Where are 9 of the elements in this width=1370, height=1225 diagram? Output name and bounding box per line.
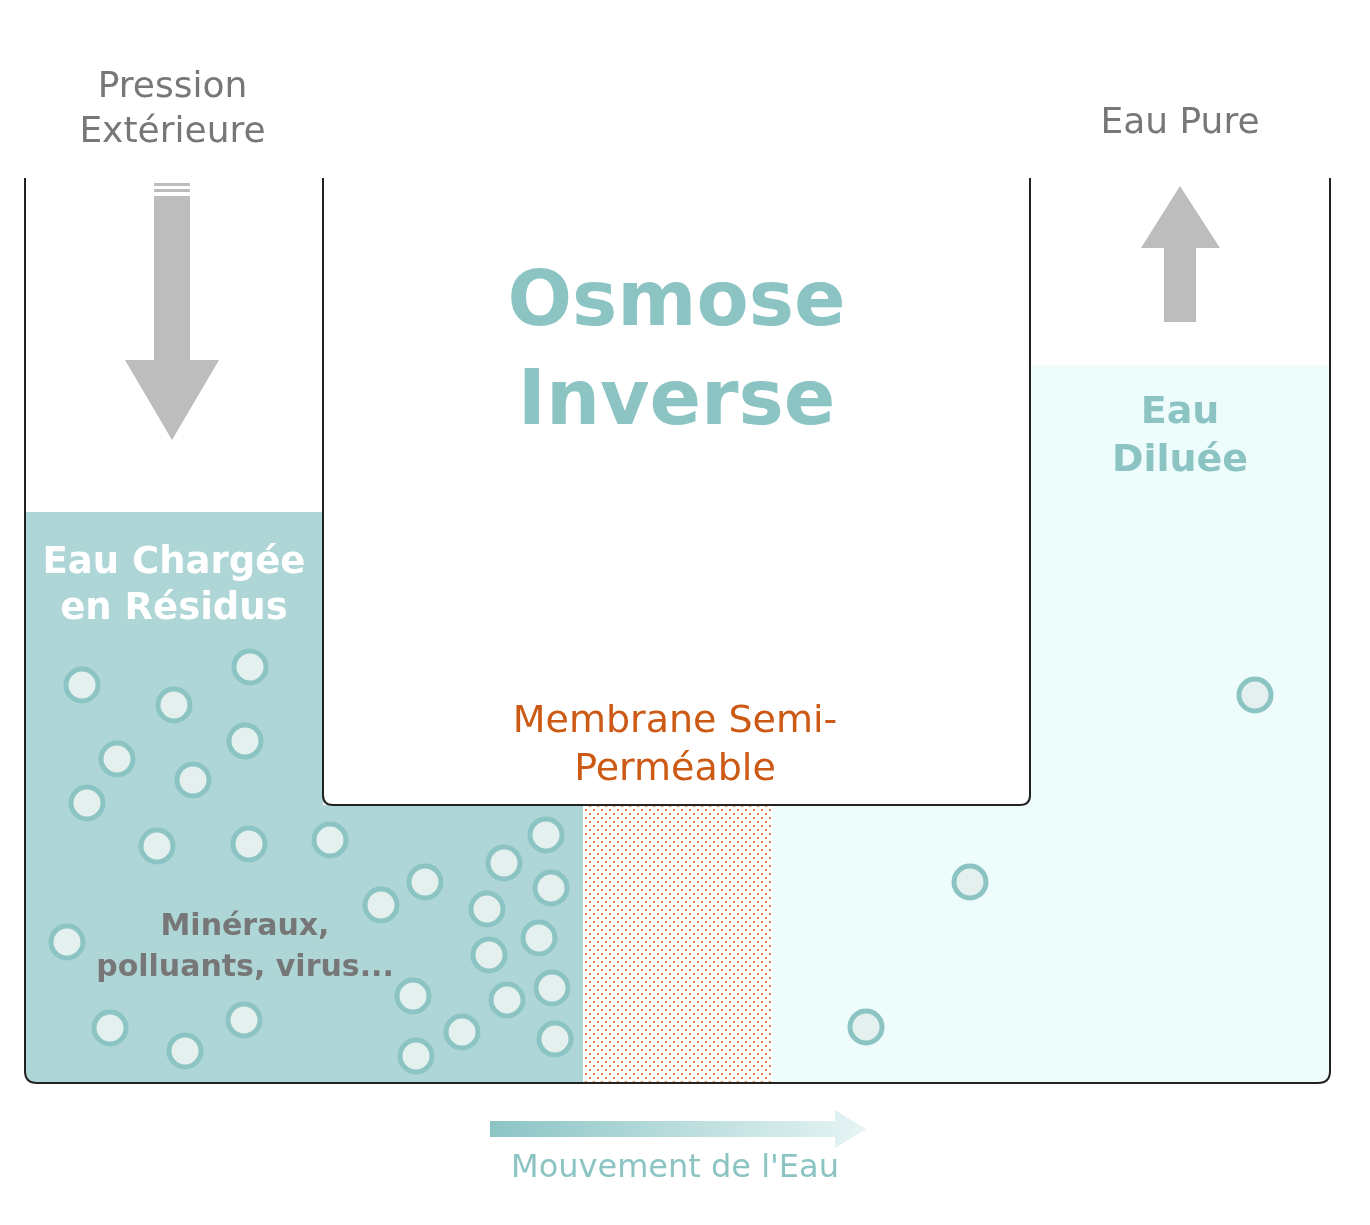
membrane-label: Membrane Semi-Perméable	[511, 696, 839, 791]
membrane-band	[583, 805, 773, 1083]
pressure-label: Pression Extérieure	[78, 63, 267, 152]
water-movement-label: Mouvement de l'Eau	[510, 1146, 840, 1186]
region-note: Minéraux, polluants, virus...	[95, 906, 395, 985]
region-label: Eau Diluée	[1110, 387, 1250, 482]
region-label: Eau Chargée en Résidus	[41, 538, 307, 631]
pure-water-label: Eau Pure	[1099, 99, 1261, 143]
title: Osmose Inverse	[506, 253, 847, 444]
